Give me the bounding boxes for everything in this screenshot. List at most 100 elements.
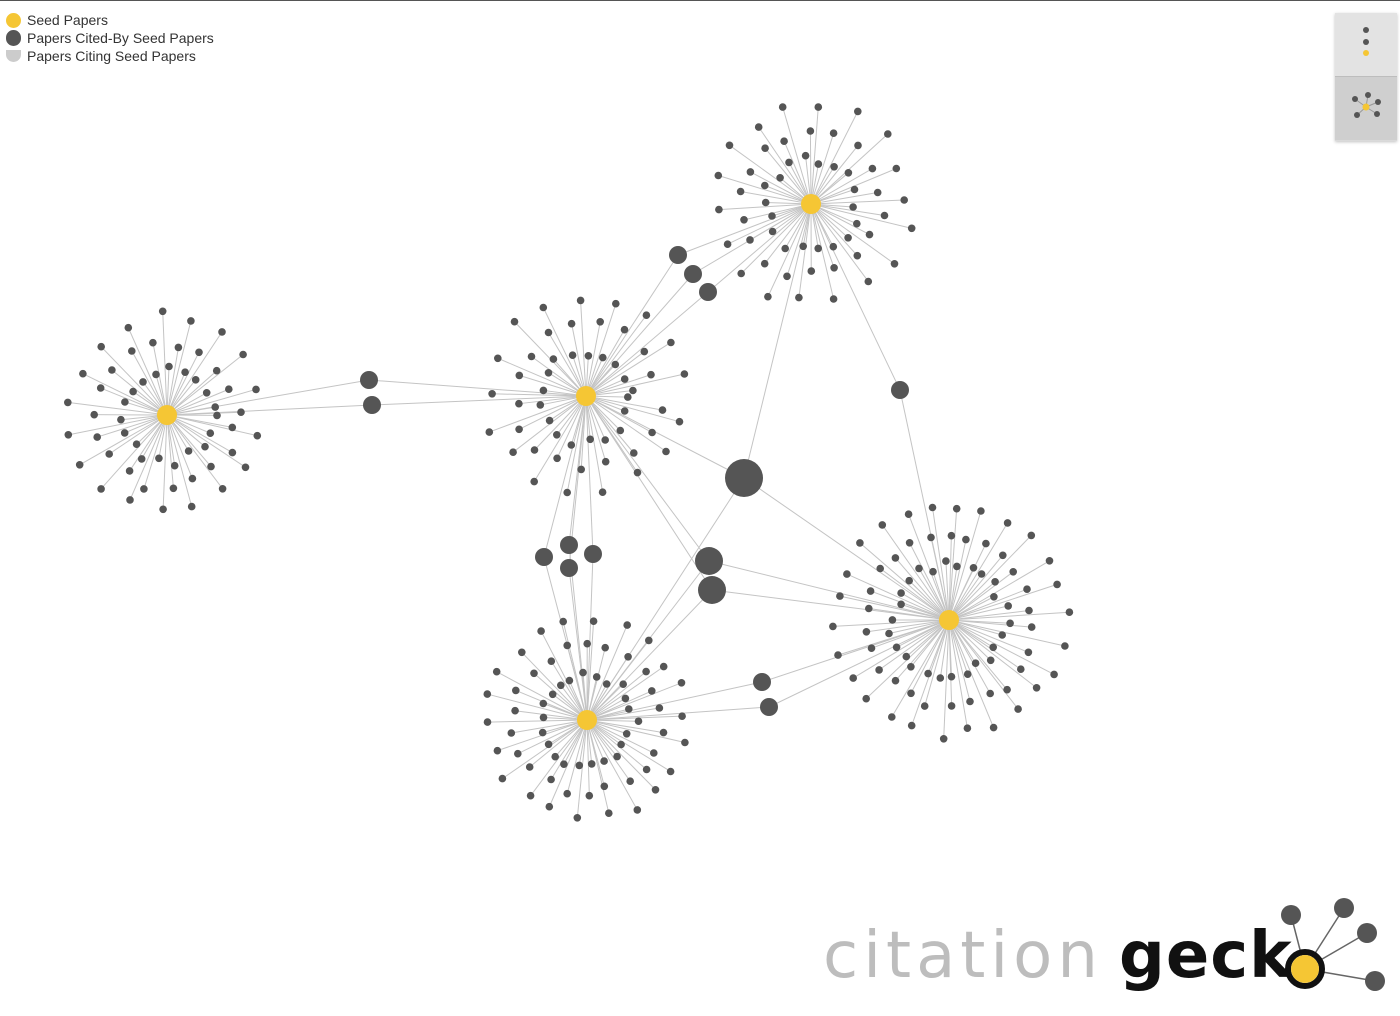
paper-node[interactable] [527,352,536,361]
paper-node[interactable] [986,656,995,665]
paper-node[interactable] [613,752,621,761]
paper-node[interactable] [866,587,875,595]
paper-node[interactable] [924,669,932,678]
paper-node[interactable] [600,757,608,765]
shared-paper-node[interactable] [560,559,578,577]
paper-node[interactable] [655,704,664,712]
shared-paper-node[interactable] [669,246,687,264]
paper-node[interactable] [642,765,651,774]
paper-node[interactable] [642,311,651,320]
paper-node[interactable] [605,809,613,817]
paper-node[interactable] [806,127,815,135]
paper-node[interactable] [681,738,689,747]
paper-node[interactable] [515,371,524,380]
paper-node[interactable] [876,564,884,573]
paper-node[interactable] [650,749,658,757]
paper-node[interactable] [725,141,734,150]
paper-node[interactable] [128,347,136,355]
paper-node[interactable] [1009,568,1017,576]
paper-node[interactable] [187,317,195,325]
paper-node[interactable] [545,802,554,811]
paper-node[interactable] [783,272,791,281]
paper-node[interactable] [492,667,501,676]
paper-node[interactable] [152,370,160,379]
paper-node[interactable] [888,616,897,624]
paper-node[interactable] [187,502,196,511]
paper-node[interactable] [947,531,956,540]
shared-paper-node[interactable] [535,548,553,566]
paper-node[interactable] [667,338,675,347]
paper-node[interactable] [829,295,838,303]
paper-node[interactable] [885,629,893,638]
paper-node[interactable] [907,721,916,730]
paper-node[interactable] [829,622,837,631]
paper-node[interactable] [602,680,611,688]
paper-node[interactable] [551,752,559,761]
paper-node[interactable] [611,360,620,369]
paper-node[interactable] [982,539,990,548]
paper-node[interactable] [850,185,859,194]
paper-node[interactable] [761,198,770,207]
paper-node[interactable] [600,782,609,791]
paper-node[interactable] [170,461,179,470]
paper-node[interactable] [494,354,502,363]
paper-node[interactable] [488,390,496,398]
paper-node[interactable] [228,448,237,457]
paper-node[interactable] [829,242,838,251]
paper-node[interactable] [865,604,873,613]
paper-node[interactable] [856,539,864,547]
shared-paper-node[interactable] [360,371,378,389]
paper-node[interactable] [849,203,857,211]
paper-node[interactable] [675,417,684,426]
paper-node[interactable] [547,775,555,784]
paper-node[interactable] [963,724,972,732]
shared-paper-node[interactable] [725,459,763,497]
paper-node[interactable] [761,181,769,190]
paper-node[interactable] [117,415,125,424]
paper-node[interactable] [598,488,607,497]
paper-node[interactable] [565,676,574,685]
paper-node[interactable] [740,216,748,224]
paper-node[interactable] [854,141,862,150]
paper-node[interactable] [547,657,556,665]
paper-node[interactable] [780,137,788,145]
paper-node[interactable] [575,761,584,770]
paper-node[interactable] [589,617,598,625]
paper-node[interactable] [737,269,745,278]
paper-node[interactable] [188,474,197,483]
paper-node[interactable] [485,428,494,436]
paper-node[interactable] [576,296,585,305]
paper-node[interactable] [1045,557,1054,565]
shared-paper-node[interactable] [695,547,723,575]
paper-node[interactable] [573,814,582,822]
paper-node[interactable] [873,188,882,197]
paper-node[interactable] [927,533,935,542]
paper-node[interactable] [563,488,571,497]
paper-node[interactable] [645,636,653,645]
paper-node[interactable] [1027,623,1036,631]
shared-paper-node[interactable] [698,576,726,604]
paper-node[interactable] [677,679,686,687]
paper-node[interactable] [537,627,545,635]
paper-node[interactable] [929,567,937,576]
paper-node[interactable] [884,130,892,138]
paper-node[interactable] [624,653,632,661]
paper-node[interactable] [149,338,157,347]
paper-node[interactable] [584,352,593,360]
paper-node[interactable] [253,431,262,440]
paper-node[interactable] [962,535,970,544]
paper-node[interactable] [64,398,72,407]
paper-node[interactable] [907,689,915,698]
paper-node[interactable] [1050,670,1058,679]
paper-node[interactable] [181,368,189,377]
paper-node[interactable] [902,652,911,661]
paper-node[interactable] [526,791,535,800]
paper-node[interactable] [583,639,591,648]
paper-node[interactable] [1003,519,1012,527]
paper-node[interactable] [764,292,772,301]
paper-node[interactable] [97,485,105,493]
paper-node[interactable] [666,767,675,776]
paper-node[interactable] [567,319,576,328]
paper-node[interactable] [990,593,998,601]
